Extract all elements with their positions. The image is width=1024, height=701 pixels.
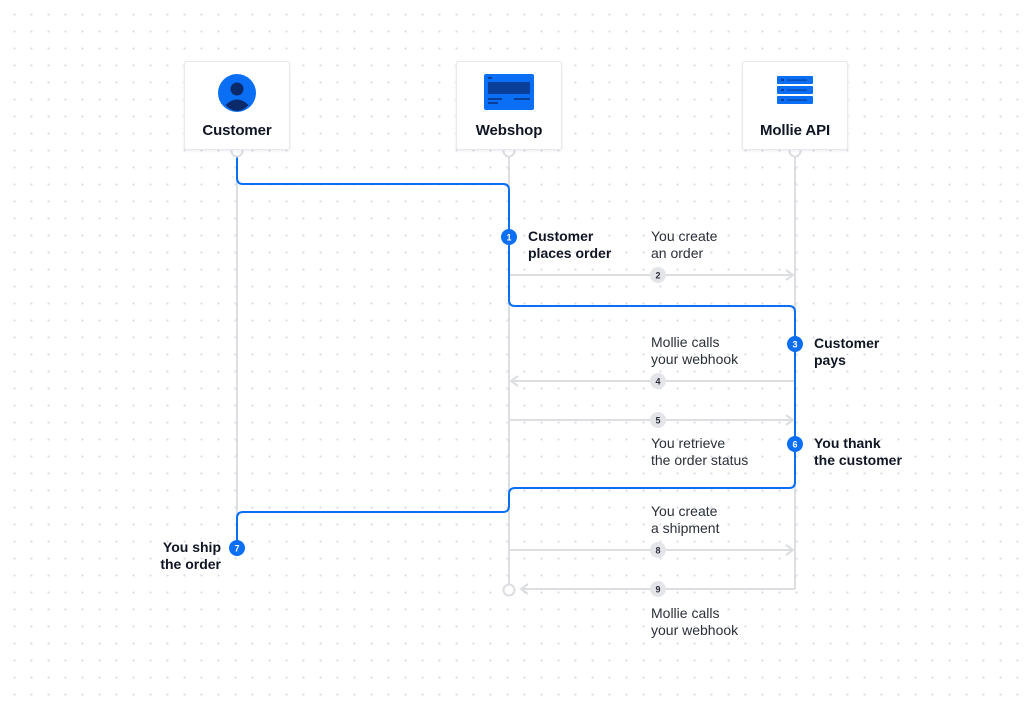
svg-text:4: 4 <box>655 377 660 387</box>
svg-text:7: 7 <box>234 544 239 554</box>
step-marker-7: 7 <box>229 540 245 556</box>
message-5-line-2: the order status <box>651 452 749 468</box>
step-marker-1: 1 <box>501 229 517 245</box>
message-4-line-2: your webhook <box>651 351 739 367</box>
browser-window-icon <box>484 74 534 110</box>
actor-webshop-label: Webshop <box>475 122 543 139</box>
step-3-label: Customer pays <box>814 335 879 369</box>
step-7-line-1: You ship <box>162 539 221 555</box>
step-1-line-2: places order <box>528 245 612 261</box>
user-avatar-icon <box>218 74 256 112</box>
actor-webshop: Webshop <box>456 61 562 150</box>
message-badge-9: 9 <box>650 581 666 597</box>
message-9-line-1: Mollie calls <box>651 605 720 621</box>
message-2-line-2: an order <box>651 245 704 261</box>
step-6-label: You thank the customer <box>814 435 902 469</box>
actor-customer-label: Customer <box>202 122 272 139</box>
server-stack-icon <box>777 76 813 104</box>
webshop-lifeline-end <box>502 583 516 597</box>
svg-text:8: 8 <box>655 546 660 556</box>
message-8-line-2: a shipment <box>651 520 720 536</box>
message-4-label: Mollie calls your webhook <box>651 334 738 368</box>
svg-text:1: 1 <box>506 233 511 243</box>
message-badge-8: 8 <box>650 542 666 558</box>
step-1-line-1: Customer <box>528 228 594 244</box>
step-3-line-2: pays <box>814 352 846 368</box>
step-6-line-2: the customer <box>814 452 902 468</box>
message-badge-2: 2 <box>650 267 666 283</box>
actor-mollie-api: Mollie API <box>742 61 848 150</box>
step-6-line-1: You thank <box>814 435 881 451</box>
order-flow-path <box>236 156 796 548</box>
message-2-label: You create an order <box>651 228 717 262</box>
message-8-line-1: You create <box>651 503 718 519</box>
message-5-line-1: You retrieve <box>651 435 726 451</box>
step-1-label: Customer places order <box>528 228 611 262</box>
message-9-label: Mollie calls your webhook <box>651 605 738 639</box>
svg-text:2: 2 <box>655 271 660 281</box>
message-9-line-2: your webhook <box>651 622 739 638</box>
svg-text:5: 5 <box>655 416 660 426</box>
message-2-line-1: You create <box>651 228 718 244</box>
step-7-label: You ship the order <box>160 539 221 573</box>
message-4-line-1: Mollie calls <box>651 334 720 350</box>
step-7-line-2: the order <box>160 556 221 572</box>
message-badge-4: 4 <box>650 373 666 389</box>
actor-mollie-api-label: Mollie API <box>759 122 831 139</box>
step-marker-6: 6 <box>787 436 803 452</box>
svg-text:3: 3 <box>792 340 797 350</box>
svg-text:9: 9 <box>655 585 660 595</box>
message-5-label: You retrieve the order status <box>651 435 748 469</box>
step-3-line-1: Customer <box>814 335 880 351</box>
message-badge-5: 5 <box>650 412 666 428</box>
message-8-label: You create a shipment <box>651 503 719 537</box>
actor-customer: Customer <box>184 61 290 150</box>
step-marker-3: 3 <box>787 336 803 352</box>
svg-text:6: 6 <box>792 440 797 450</box>
